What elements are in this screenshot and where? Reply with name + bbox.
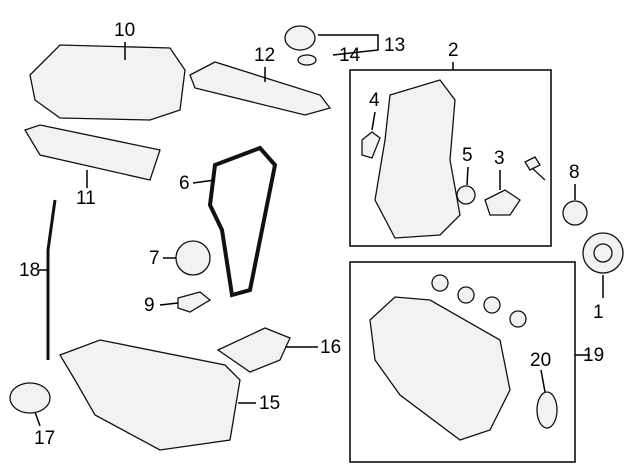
pulley-hub — [593, 243, 613, 263]
callout-2: 2 — [448, 40, 459, 61]
timing-chain — [207, 145, 278, 298]
oil-cap — [284, 25, 316, 51]
intake-seal-b — [457, 286, 475, 304]
seal-5 — [456, 185, 476, 205]
callout-6: 6 — [179, 173, 190, 194]
valve-cover-gasket — [24, 124, 161, 181]
sprocket-7 — [175, 240, 211, 276]
gasket-20 — [536, 391, 558, 429]
intake-seal-c — [483, 296, 501, 314]
callout-1: 1 — [593, 302, 604, 323]
callout-7: 7 — [149, 248, 160, 269]
leader-lines — [34, 34, 604, 427]
callout-19: 19 — [583, 345, 605, 366]
callout-14: 14 — [339, 45, 361, 66]
callout-16: 16 — [320, 337, 342, 358]
dipstick — [46, 199, 57, 360]
callout-3: 3 — [494, 148, 505, 169]
timing-cover — [374, 79, 461, 239]
callout-15: 15 — [259, 393, 281, 414]
sensor-9 — [177, 291, 212, 313]
callout-9: 9 — [144, 295, 155, 316]
callout-8: 8 — [569, 162, 580, 183]
callout-20: 20 — [530, 350, 552, 371]
intake-seal-d — [509, 310, 527, 328]
tensioner-3 — [484, 189, 521, 216]
baffle-16 — [216, 327, 291, 373]
intake-manifold — [369, 296, 511, 441]
bolt — [524, 156, 546, 181]
valve-cover — [29, 44, 186, 121]
oil-cap-seal — [297, 54, 317, 66]
callout-13: 13 — [384, 35, 406, 56]
callout-10: 10 — [114, 20, 136, 41]
gasket-4 — [361, 131, 381, 159]
intake-seal-a — [431, 274, 449, 292]
callout-18: 18 — [19, 260, 41, 281]
callout-11: 11 — [76, 188, 96, 209]
oil-filter — [9, 382, 51, 414]
oil-pan — [59, 339, 241, 451]
callout-17: 17 — [34, 428, 56, 449]
callout-5: 5 — [462, 145, 473, 166]
sprocket-8 — [562, 200, 588, 226]
intake-manifold-group-box — [349, 261, 576, 463]
timing-cover-group-box — [349, 69, 552, 247]
callout-12: 12 — [254, 45, 276, 66]
callout-4: 4 — [369, 90, 380, 111]
engine-cover — [189, 61, 332, 116]
